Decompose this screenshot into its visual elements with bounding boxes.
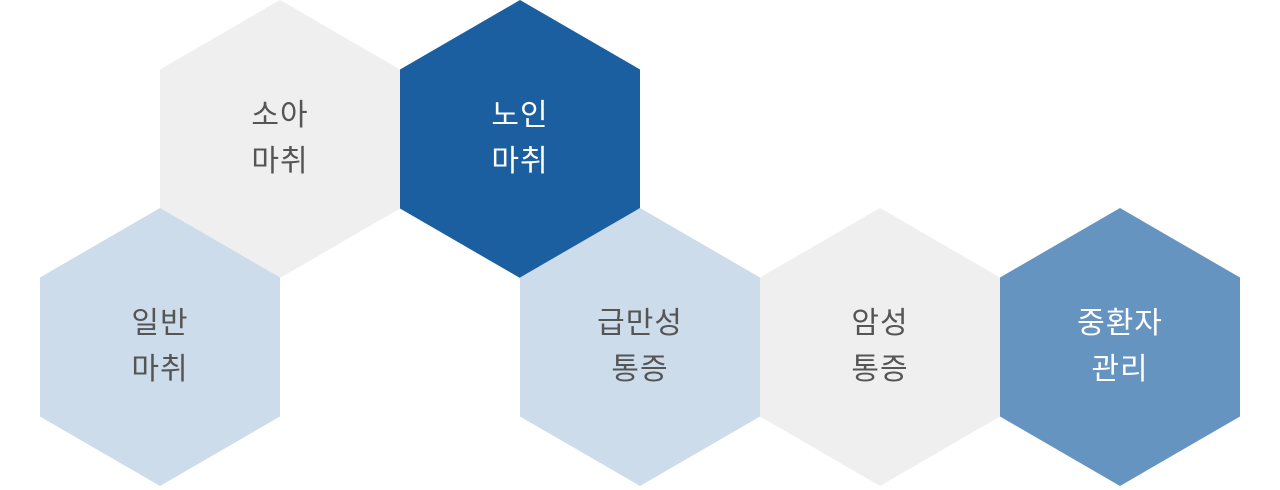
hex-label-line-1: 노인 xyxy=(491,98,549,133)
hex-label-line-2: 마취 xyxy=(131,352,189,387)
hex-tile-critical-care[interactable]: 중환자 관리 xyxy=(1000,208,1240,486)
hex-label-line-1: 소아 xyxy=(251,98,309,133)
hex-label-line-2: 통증 xyxy=(611,352,669,387)
hex-label-line-1: 일반 xyxy=(131,306,189,341)
hex-label-line-2: 관리 xyxy=(1091,352,1149,387)
hex-label-line-2: 마취 xyxy=(491,144,549,179)
hex-label-line-1: 중환자 xyxy=(1077,306,1163,341)
hex-label-line-2: 통증 xyxy=(851,352,909,387)
hex-tile-cancer-pain[interactable]: 암성 통증 xyxy=(760,208,1000,486)
hex-label-line-1: 급만성 xyxy=(597,306,683,341)
hex-label-line-2: 마취 xyxy=(251,144,309,179)
hex-label-line-1: 암성 xyxy=(851,306,909,341)
